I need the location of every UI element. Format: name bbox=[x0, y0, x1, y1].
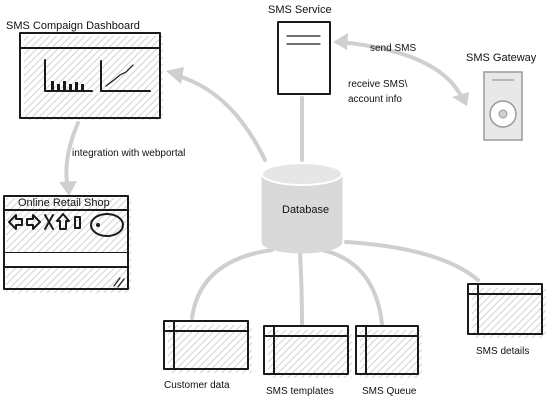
resize-grip-icon bbox=[113, 277, 125, 288]
database-top bbox=[261, 162, 343, 186]
gateway-speaker-inner bbox=[498, 109, 508, 119]
database-cylinder bbox=[261, 174, 343, 254]
shop-window bbox=[3, 195, 129, 290]
dashboard-window bbox=[19, 32, 161, 119]
dashboard-chart2-axes bbox=[100, 60, 151, 92]
gateway-label: SMS Gateway bbox=[466, 52, 537, 64]
customer-data-label: Customer data bbox=[164, 380, 230, 391]
sms-queue-table bbox=[355, 325, 419, 375]
sms-templates-table bbox=[263, 325, 349, 375]
sms-queue-label: SMS Queue bbox=[362, 386, 417, 397]
sms-details-hatch bbox=[472, 288, 546, 338]
arrow-left-icon bbox=[8, 214, 23, 230]
small-rect-icon bbox=[74, 216, 81, 229]
service-label: SMS Service bbox=[268, 4, 332, 16]
customer-data-table bbox=[163, 320, 249, 370]
shop-hatch bbox=[6, 198, 131, 293]
arrowhead-service bbox=[333, 33, 348, 50]
connector-service-gateway bbox=[338, 40, 464, 100]
dashboard-hatch bbox=[24, 36, 163, 120]
database-node: Database bbox=[261, 162, 343, 254]
arrowhead-gateway bbox=[452, 92, 469, 106]
dashboard-line-chart bbox=[105, 64, 134, 87]
shop-toolbar bbox=[8, 213, 124, 237]
oval-icon bbox=[90, 213, 124, 237]
service-node: SMS Service bbox=[268, 4, 332, 95]
arrow-up-icon bbox=[56, 213, 70, 230]
connectors bbox=[59, 33, 480, 326]
sms-queue-node: SMS Queue bbox=[355, 325, 422, 397]
dashboard-label: SMS Compaign Dashboard bbox=[6, 20, 140, 32]
shop-label: Online Retail Shop bbox=[18, 197, 110, 209]
shop-node: Online Retail Shop bbox=[3, 195, 131, 293]
oval-icon-dot bbox=[96, 223, 100, 227]
arrowhead-dashboard bbox=[166, 67, 184, 84]
connector-db-to-customer bbox=[190, 248, 274, 320]
sms-details-node: SMS details bbox=[467, 283, 546, 357]
sms-templates-hatch bbox=[268, 330, 352, 378]
edge-label-integration: integration with webportal bbox=[72, 148, 185, 159]
connector-db-to-templates bbox=[298, 250, 304, 326]
service-power-light bbox=[313, 74, 321, 82]
sms-details-table bbox=[467, 283, 543, 335]
connector-db-to-details bbox=[344, 240, 480, 282]
connector-db-to-dashboard bbox=[176, 74, 267, 162]
sms-templates-node: SMS templates bbox=[263, 325, 352, 397]
customer-data-hatch bbox=[168, 325, 252, 373]
edge-label-send-sms: send SMS bbox=[370, 43, 416, 54]
edge-label-account-info: account info bbox=[348, 94, 402, 105]
shop-address-bar bbox=[5, 253, 127, 267]
arrow-right-icon bbox=[26, 214, 41, 230]
arrowhead-shop bbox=[59, 181, 77, 196]
database-label: Database bbox=[282, 204, 329, 216]
dashboard-node: SMS Compaign Dashboard bbox=[6, 20, 163, 120]
connector-db-to-queue bbox=[320, 248, 384, 326]
service-server-box bbox=[277, 21, 331, 95]
sms-queue-hatch bbox=[360, 330, 422, 378]
close-x-icon bbox=[44, 214, 54, 230]
customer-data-node: Customer data bbox=[163, 320, 252, 391]
sms-templates-label: SMS templates bbox=[266, 386, 334, 397]
sms-details-label: SMS details bbox=[476, 346, 529, 357]
gateway-node: SMS Gateway bbox=[466, 52, 537, 141]
edge-label-receive-sms: receive SMS\ bbox=[348, 79, 408, 90]
dashboard-bar-chart bbox=[51, 81, 84, 91]
